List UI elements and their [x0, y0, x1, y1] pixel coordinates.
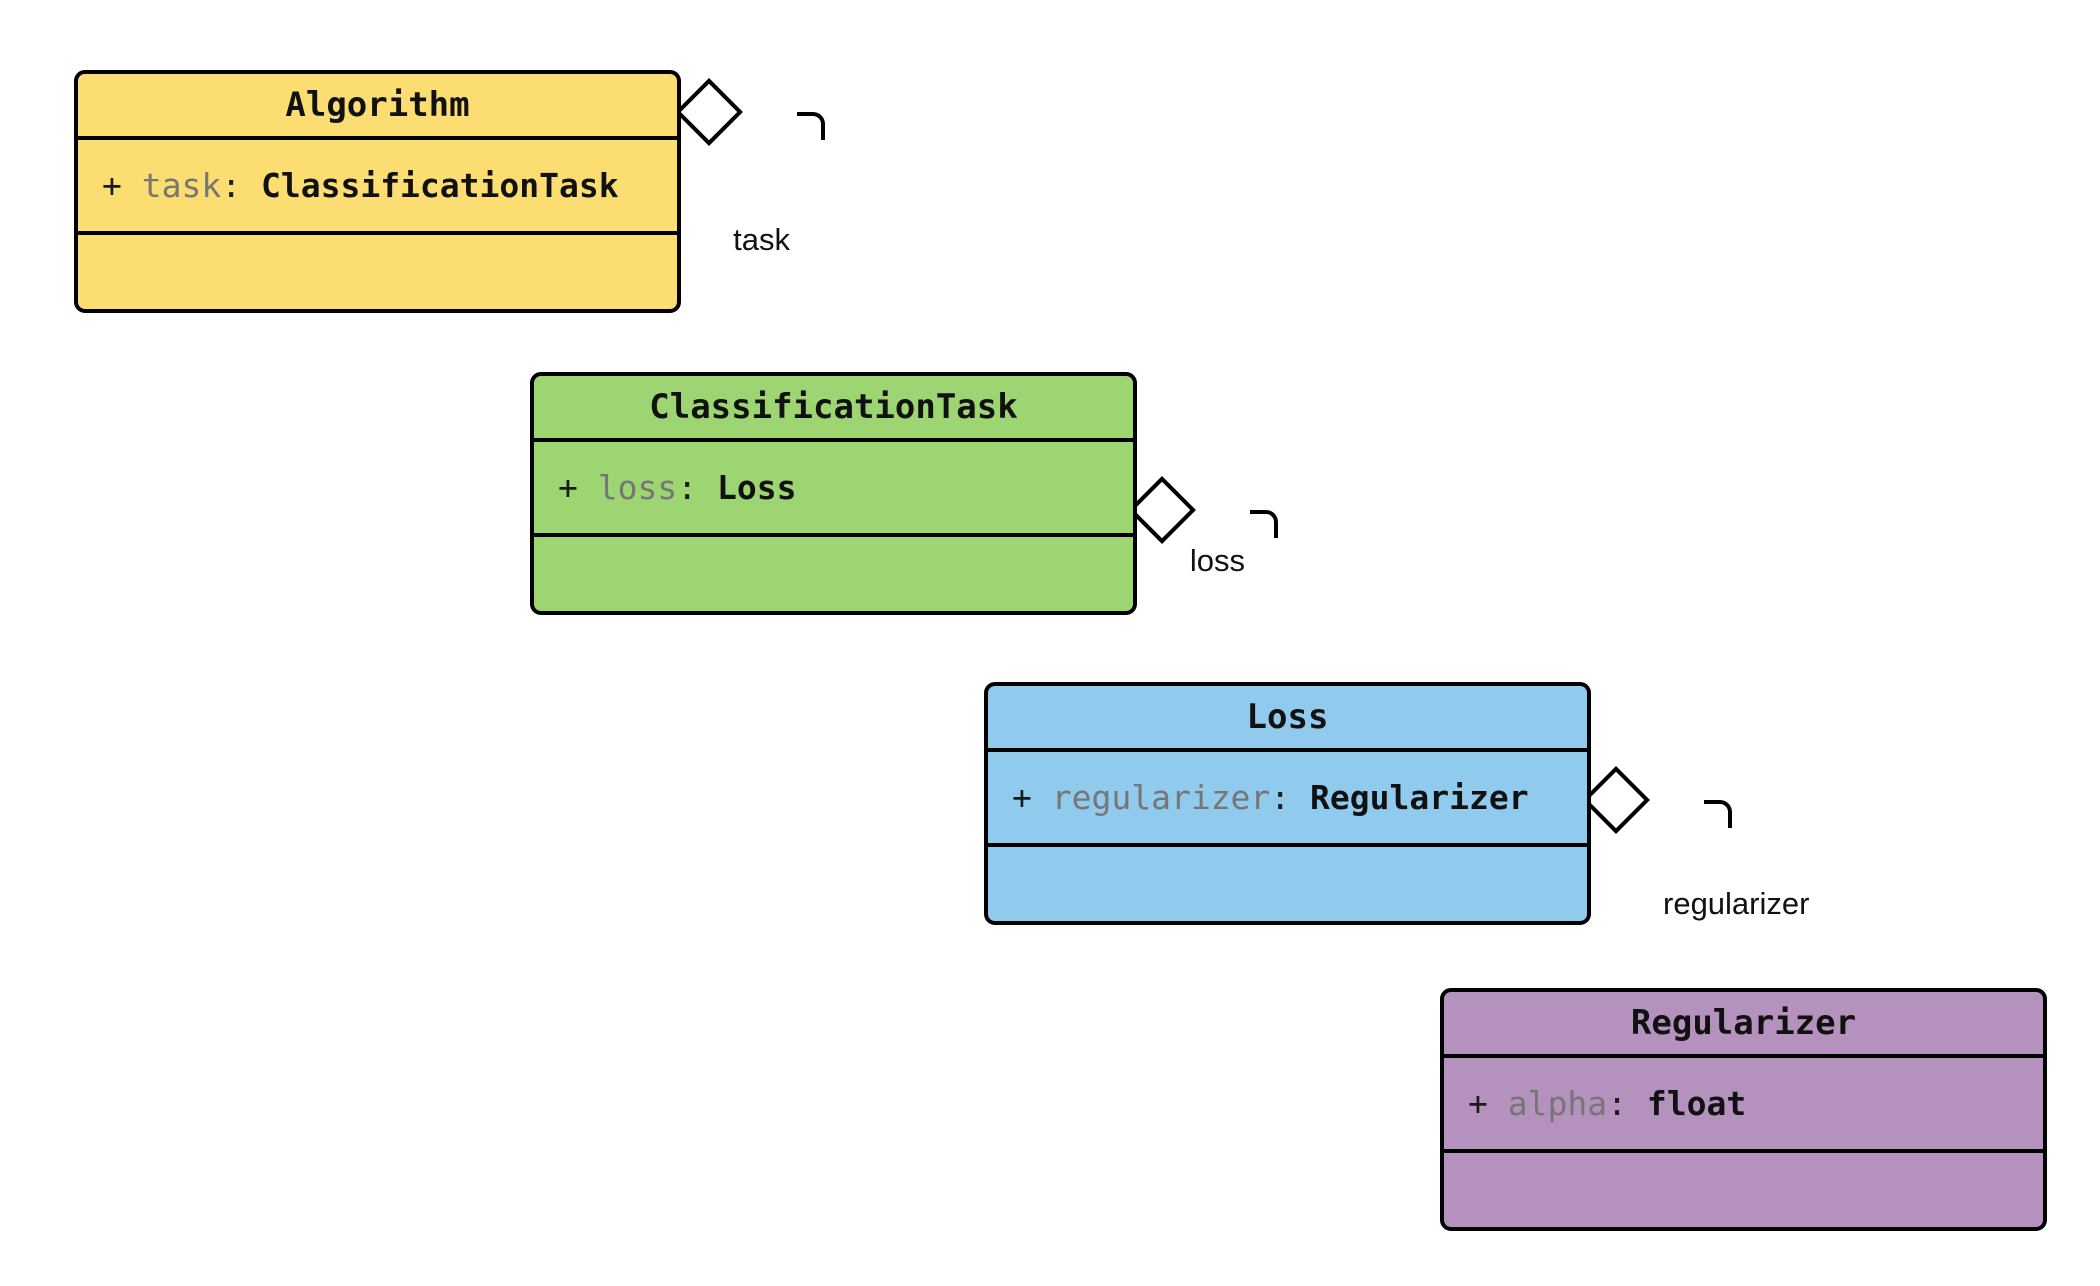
- attribute-separator: :: [1607, 1084, 1627, 1123]
- edge-label-regularizer: regularizer: [1660, 887, 1813, 921]
- attribute-name: loss: [597, 468, 678, 507]
- class-attributes-section-classification-task: + loss: Loss: [534, 442, 1133, 537]
- attribute-type: Regularizer: [1310, 778, 1529, 817]
- attribute-type: ClassificationTask: [260, 166, 619, 205]
- attribute-name: task: [141, 166, 222, 205]
- edge-label-task: task: [730, 223, 793, 257]
- attribute-visibility: +: [558, 468, 578, 507]
- class-title-section-loss: Loss: [988, 686, 1587, 752]
- class-operations-section-regularizer: [1444, 1153, 2043, 1227]
- attribute-name: regularizer: [1051, 778, 1271, 817]
- edge-label-loss: loss: [1186, 544, 1248, 578]
- aggregation-diamond-loss: [1582, 766, 1650, 834]
- class-attribute-row: + loss: Loss: [534, 468, 796, 507]
- class-attributes-section-regularizer: + alpha: float: [1444, 1058, 2043, 1153]
- edge-loss-regularizer-corner: [1704, 800, 1732, 828]
- class-operations-section-loss: [988, 847, 1587, 921]
- edge-algorithm-task-horizontal: [0, 0, 86, 4]
- aggregation-diamond-algorithm: [675, 78, 743, 146]
- class-attribute-row: + regularizer: Regularizer: [988, 778, 1529, 817]
- attribute-separator: :: [221, 166, 242, 205]
- class-box-classification-task[interactable]: ClassificationTask + loss: Loss: [530, 372, 1137, 615]
- edge-classificationtask-loss-vertical: [0, 260, 4, 845]
- edge-algorithm-task-corner: [797, 112, 825, 140]
- attribute-type: float: [1646, 1084, 1747, 1123]
- attribute-separator: :: [677, 468, 698, 507]
- class-box-algorithm[interactable]: Algorithm + task: ClassificationTask: [74, 70, 681, 313]
- class-name-classification-task: ClassificationTask: [649, 387, 1018, 427]
- attribute-visibility: +: [1012, 778, 1032, 817]
- class-name-algorithm: Algorithm: [285, 85, 470, 125]
- class-box-regularizer[interactable]: Regularizer + alpha: float: [1440, 988, 2047, 1231]
- class-name-loss: Loss: [1246, 697, 1329, 737]
- class-attributes-section-loss: + regularizer: Regularizer: [988, 752, 1587, 847]
- attribute-visibility: +: [102, 166, 122, 205]
- class-attribute-row: + task: ClassificationTask: [78, 166, 619, 205]
- attribute-name: alpha: [1507, 1084, 1608, 1123]
- edge-loss-regularizer-vertical: [0, 849, 4, 1017]
- class-title-section-regularizer: Regularizer: [1444, 992, 2043, 1058]
- class-operations-section-algorithm: [78, 235, 677, 309]
- class-operations-section-classification-task: [534, 537, 1133, 611]
- class-title-section-classification-task: ClassificationTask: [534, 376, 1133, 442]
- class-box-loss[interactable]: Loss + regularizer: Regularizer: [984, 682, 1591, 925]
- attribute-visibility: +: [1468, 1084, 1488, 1123]
- class-attributes-section-algorithm: + task: ClassificationTask: [78, 140, 677, 235]
- aggregation-diamond-classificationtask: [1128, 476, 1196, 544]
- edge-classificationtask-loss-corner: [1250, 510, 1278, 538]
- attribute-type: Loss: [716, 468, 797, 507]
- class-title-section-algorithm: Algorithm: [78, 74, 677, 140]
- class-attribute-row: + alpha: float: [1444, 1084, 1746, 1123]
- edge-algorithm-task-vertical: [0, 4, 4, 256]
- attribute-separator: :: [1270, 778, 1291, 817]
- edge-loss-regularizer-horizontal: [0, 845, 86, 849]
- class-name-regularizer: Regularizer: [1630, 1003, 1857, 1043]
